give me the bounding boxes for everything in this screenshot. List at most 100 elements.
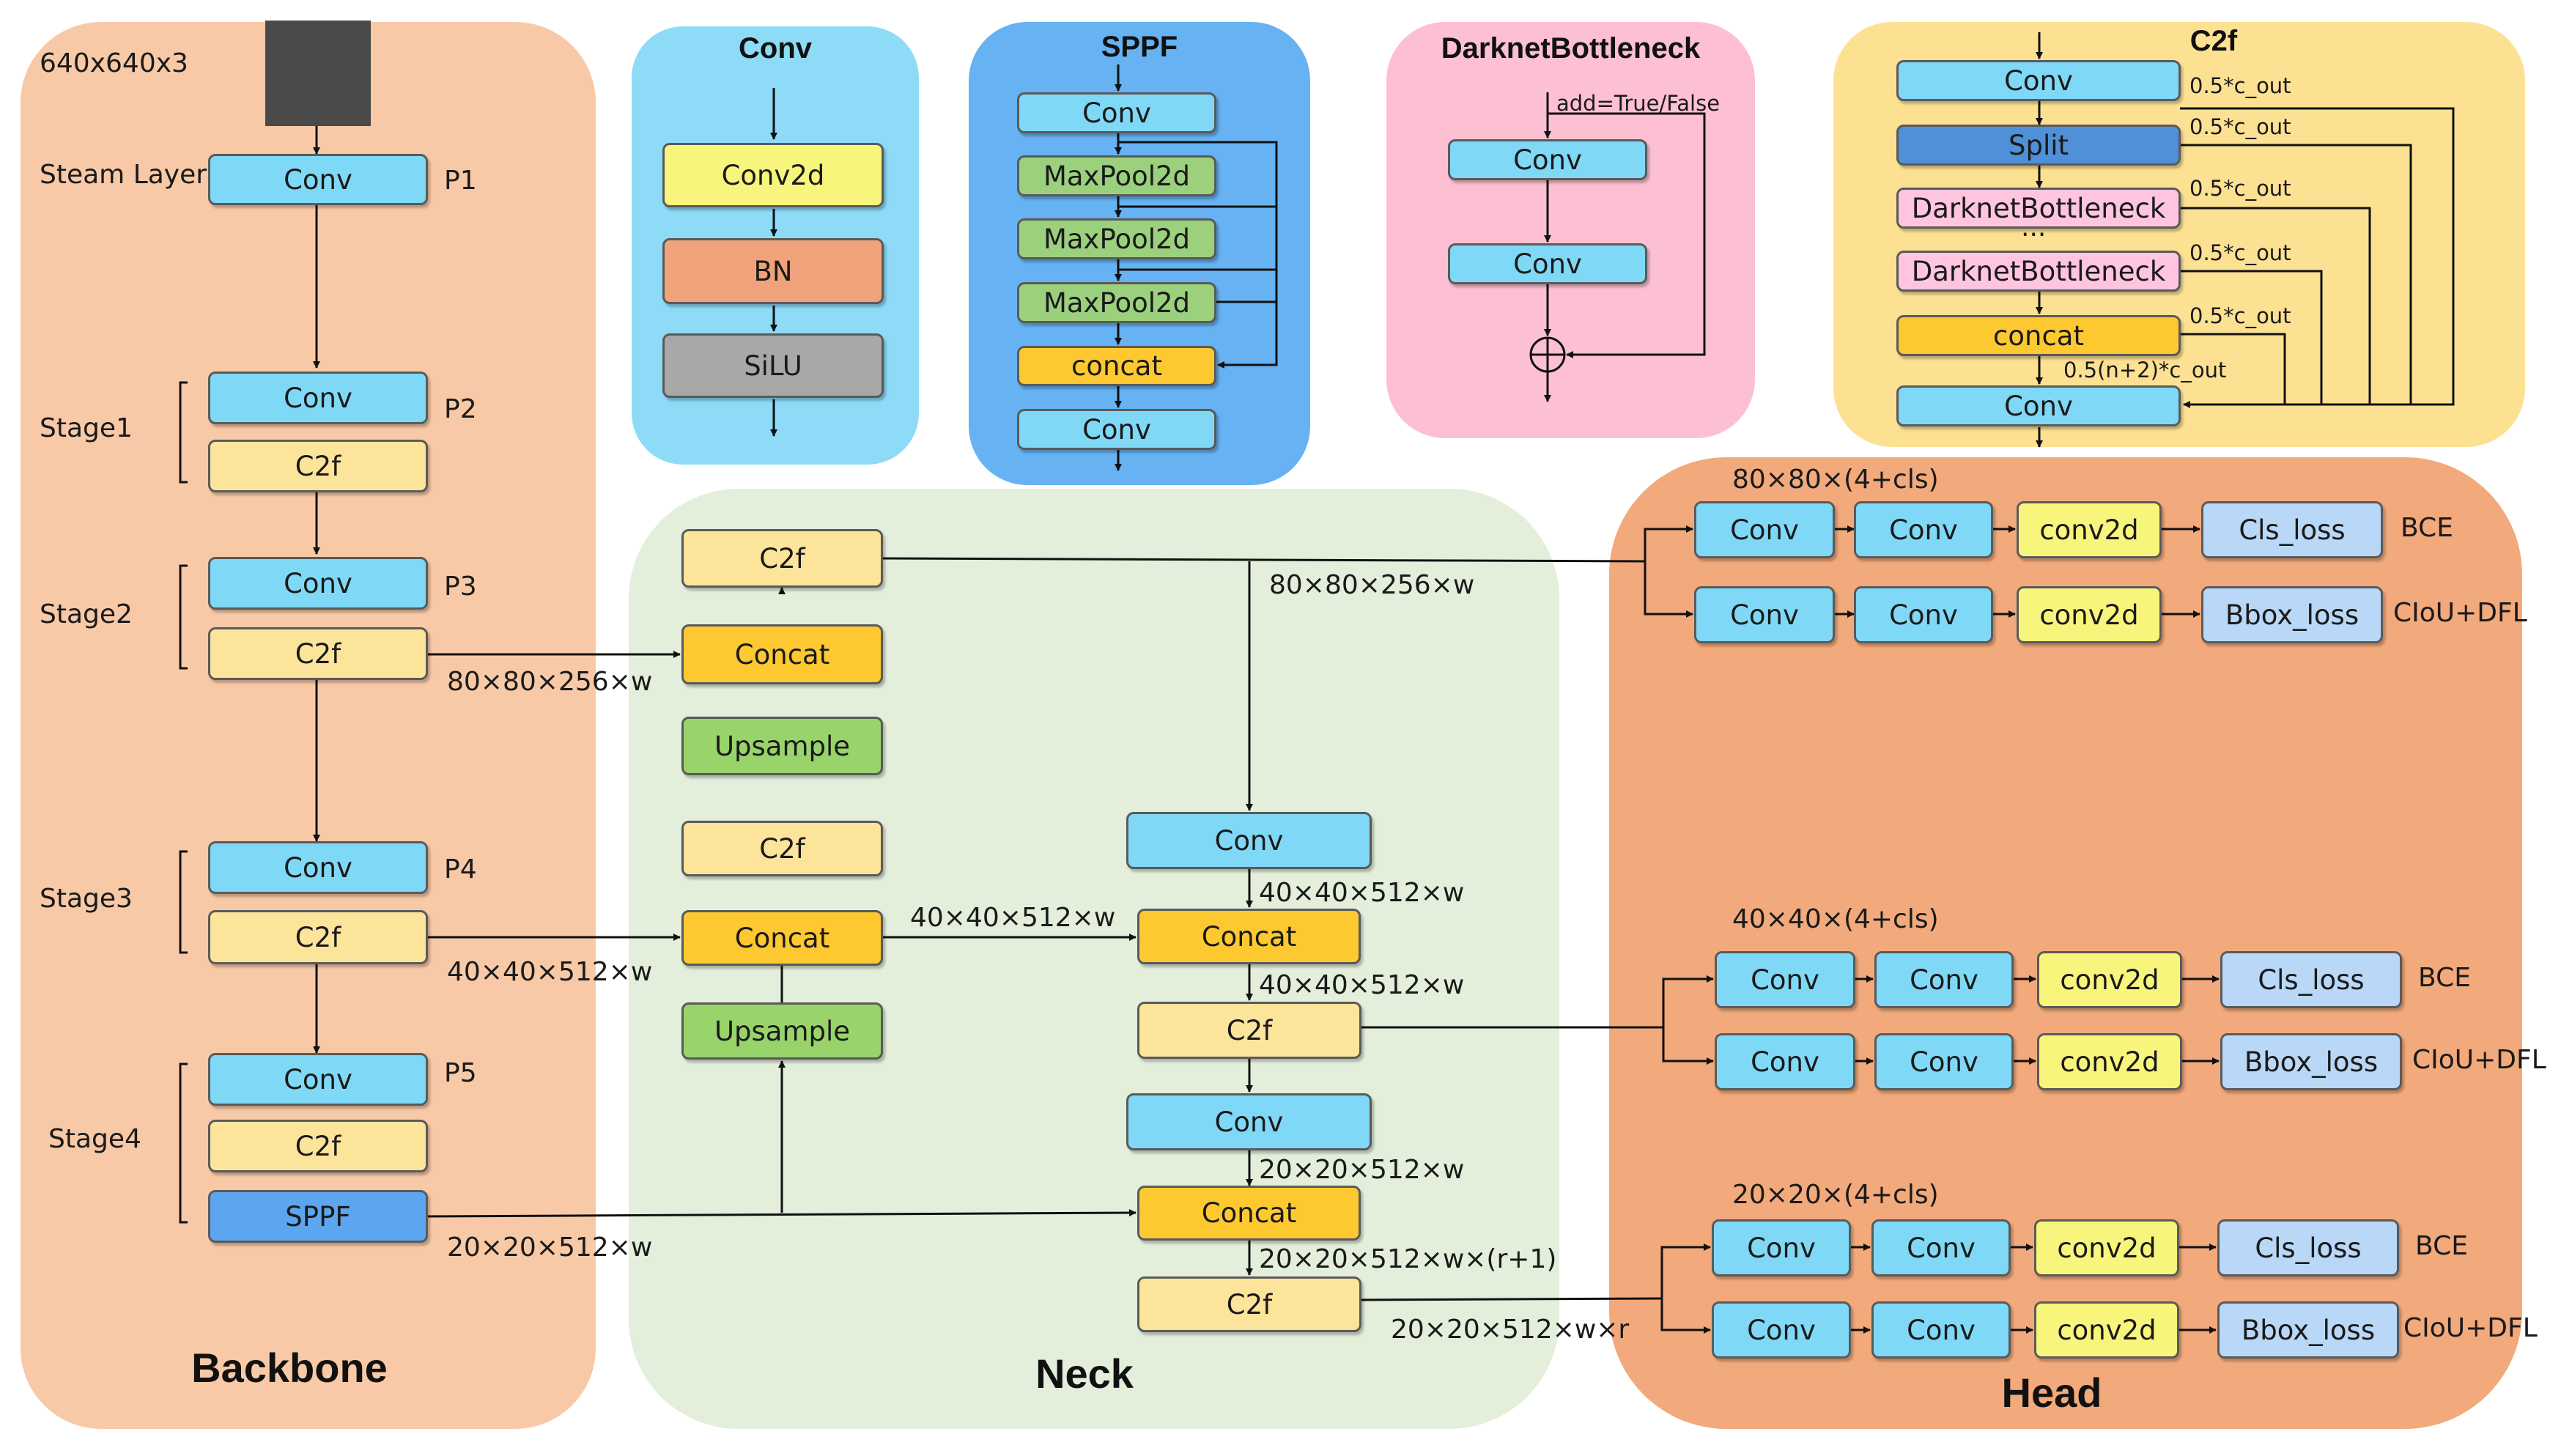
head80-cls-loss[interactable]: Cls_loss — [2201, 501, 2383, 558]
neck-40-label-a: 40×40×512×w — [1259, 878, 1465, 908]
sppf-concat[interactable]: concat — [1017, 346, 1216, 386]
neck-conv-down-1[interactable]: Conv — [1126, 812, 1372, 869]
head20-box-conv-1[interactable]: Conv — [1712, 1301, 1851, 1359]
neck-concat-top[interactable]: Concat — [681, 624, 883, 684]
neck-concat-right-2[interactable]: Concat — [1137, 1186, 1361, 1241]
head40-box-conv2d[interactable]: conv2d — [2037, 1033, 2182, 1090]
neck-c2f-mid[interactable]: C2f — [681, 821, 883, 876]
backbone-c2f-stage3[interactable]: C2f — [208, 910, 428, 964]
c2f-side-label-2: 0.5*c_out — [2189, 114, 2291, 139]
bottleneck-panel — [1386, 22, 1755, 438]
neck-c2f-right-1[interactable]: C2f — [1137, 1002, 1361, 1059]
c2f-side-label-4: 0.5*c_out — [2189, 240, 2291, 265]
head80-box-conv-1[interactable]: Conv — [1694, 586, 1835, 643]
head20-cls-conv-2[interactable]: Conv — [1871, 1219, 2011, 1276]
backbone-sppf[interactable]: SPPF — [208, 1190, 428, 1243]
backbone-conv-p1[interactable]: Conv — [208, 154, 428, 205]
neck-c2f-top[interactable]: C2f — [681, 529, 883, 588]
head40-bce-label: BCE — [2418, 963, 2471, 993]
backbone-conv-p3[interactable]: Conv — [208, 557, 428, 610]
sppf-panel-title: SPPF — [1101, 31, 1178, 63]
head40-ciou-label: CIoU+DFL — [2412, 1045, 2546, 1075]
input-size-label: 640x640x3 — [40, 48, 188, 78]
head-scale-80: 80×80×(4+cls) — [1732, 465, 1939, 495]
head20-box-conv-2[interactable]: Conv — [1871, 1301, 2011, 1359]
backbone-c2f-stage4[interactable]: C2f — [208, 1120, 428, 1172]
backbone-conv-p4[interactable]: Conv — [208, 841, 428, 894]
sppf-maxpool-3[interactable]: MaxPool2d — [1017, 282, 1216, 323]
backbone-conv-p5[interactable]: Conv — [208, 1053, 428, 1106]
c2f-conv-in[interactable]: Conv — [1896, 60, 2181, 101]
neck-concat-right-1[interactable]: Concat — [1137, 909, 1361, 964]
head20-cls-conv-1[interactable]: Conv — [1712, 1219, 1851, 1276]
head-scale-40: 40×40×(4+cls) — [1732, 904, 1939, 934]
p4-label: P4 — [444, 854, 477, 884]
head80-bbox-loss[interactable]: Bbox_loss — [2201, 586, 2383, 643]
head20-ciou-label: CIoU+DFL — [2403, 1313, 2538, 1343]
head40-cls-conv-2[interactable]: Conv — [1874, 951, 2014, 1008]
head20-bce-label: BCE — [2415, 1231, 2468, 1261]
head80-box-conv-2[interactable]: Conv — [1854, 586, 1993, 643]
c2f-side-label-3: 0.5*c_out — [2189, 176, 2291, 201]
backbone-conv-p2[interactable]: Conv — [208, 372, 428, 424]
add-flag-label: add=True/False — [1556, 91, 1721, 116]
silu-node[interactable]: SiLU — [662, 333, 884, 398]
conv2d-node[interactable]: Conv2d — [662, 143, 884, 207]
c2f-bottleneck-1[interactable]: DarknetBottleneck — [1896, 188, 2181, 229]
c2f-split[interactable]: Split — [1896, 125, 2181, 166]
head40-cls-conv2d[interactable]: conv2d — [2037, 951, 2182, 1008]
neck-20-label-b: 20×20×512×w×(r+1) — [1259, 1244, 1557, 1274]
input-image — [265, 21, 371, 126]
head20-bbox-loss[interactable]: Bbox_loss — [2217, 1301, 2399, 1359]
head40-box-conv-2[interactable]: Conv — [1874, 1033, 2014, 1090]
neck-80-label: 80×80×256×w — [1269, 570, 1475, 600]
head80-bce-label: BCE — [2401, 513, 2453, 543]
head40-bbox-loss[interactable]: Bbox_loss — [2220, 1033, 2402, 1090]
neck-upsample-top[interactable]: Upsample — [681, 717, 883, 775]
c2f-conv-out[interactable]: Conv — [1896, 385, 2181, 426]
head40-cls-conv-1[interactable]: Conv — [1715, 951, 1855, 1008]
neck-title: Neck — [1035, 1350, 1134, 1397]
neck-20-label-a: 20×20×512×w — [1259, 1155, 1465, 1185]
bottleneck-conv-1[interactable]: Conv — [1448, 139, 1647, 180]
head80-cls-conv2d[interactable]: conv2d — [2017, 501, 2162, 558]
neck-concat-mid[interactable]: Concat — [681, 910, 883, 966]
p5-label: P5 — [444, 1058, 477, 1088]
c2f-panel-title: C2f — [2189, 25, 2238, 57]
neck-c2f-right-2[interactable]: C2f — [1137, 1276, 1361, 1332]
head40-box-conv-1[interactable]: Conv — [1715, 1033, 1855, 1090]
p3-output-label: 80×80×256×w — [447, 667, 653, 697]
c2f-bottleneck-n[interactable]: DarknetBottleneck — [1896, 251, 2181, 292]
head-title: Head — [2001, 1370, 2102, 1416]
sppf-conv-in[interactable]: Conv — [1017, 92, 1216, 133]
neck-upsample-bottom[interactable]: Upsample — [681, 1002, 883, 1060]
c2f-concat-out-label: 0.5(n+2)*c_out — [2063, 358, 2227, 383]
c2f-side-label-1: 0.5*c_out — [2189, 73, 2291, 98]
neck-conv-down-2[interactable]: Conv — [1126, 1093, 1372, 1150]
head80-box-conv2d[interactable]: conv2d — [2017, 586, 2162, 643]
head80-cls-conv-2[interactable]: Conv — [1854, 501, 1993, 558]
head80-cls-conv-1[interactable]: Conv — [1694, 501, 1835, 558]
neck-20-output-label: 20×20×512×w×r — [1391, 1315, 1630, 1345]
head20-cls-conv2d[interactable]: conv2d — [2034, 1219, 2179, 1276]
p3-label: P3 — [444, 572, 477, 602]
c2f-dots: ··· — [2021, 220, 2047, 250]
bottleneck-panel-title: DarknetBottleneck — [1441, 32, 1701, 64]
head20-box-conv2d[interactable]: conv2d — [2034, 1301, 2179, 1359]
head40-cls-loss[interactable]: Cls_loss — [2220, 951, 2402, 1008]
backbone-c2f-stage1[interactable]: C2f — [208, 440, 428, 492]
p2-label: P2 — [444, 394, 477, 424]
bn-node[interactable]: BN — [662, 238, 884, 304]
head20-cls-loss[interactable]: Cls_loss — [2217, 1219, 2399, 1276]
head-scale-20: 20×20×(4+cls) — [1732, 1180, 1939, 1210]
backbone-title: Backbone — [191, 1345, 388, 1391]
sppf-conv-out[interactable]: Conv — [1017, 409, 1216, 450]
p1-label: P1 — [444, 166, 477, 196]
stage2-label: Stage2 — [40, 599, 133, 629]
bottleneck-conv-2[interactable]: Conv — [1448, 243, 1647, 284]
backbone-c2f-stage2[interactable]: C2f — [208, 627, 428, 680]
c2f-concat[interactable]: concat — [1896, 315, 2181, 356]
sppf-maxpool-2[interactable]: MaxPool2d — [1017, 218, 1216, 259]
sppf-maxpool-1[interactable]: MaxPool2d — [1017, 155, 1216, 196]
